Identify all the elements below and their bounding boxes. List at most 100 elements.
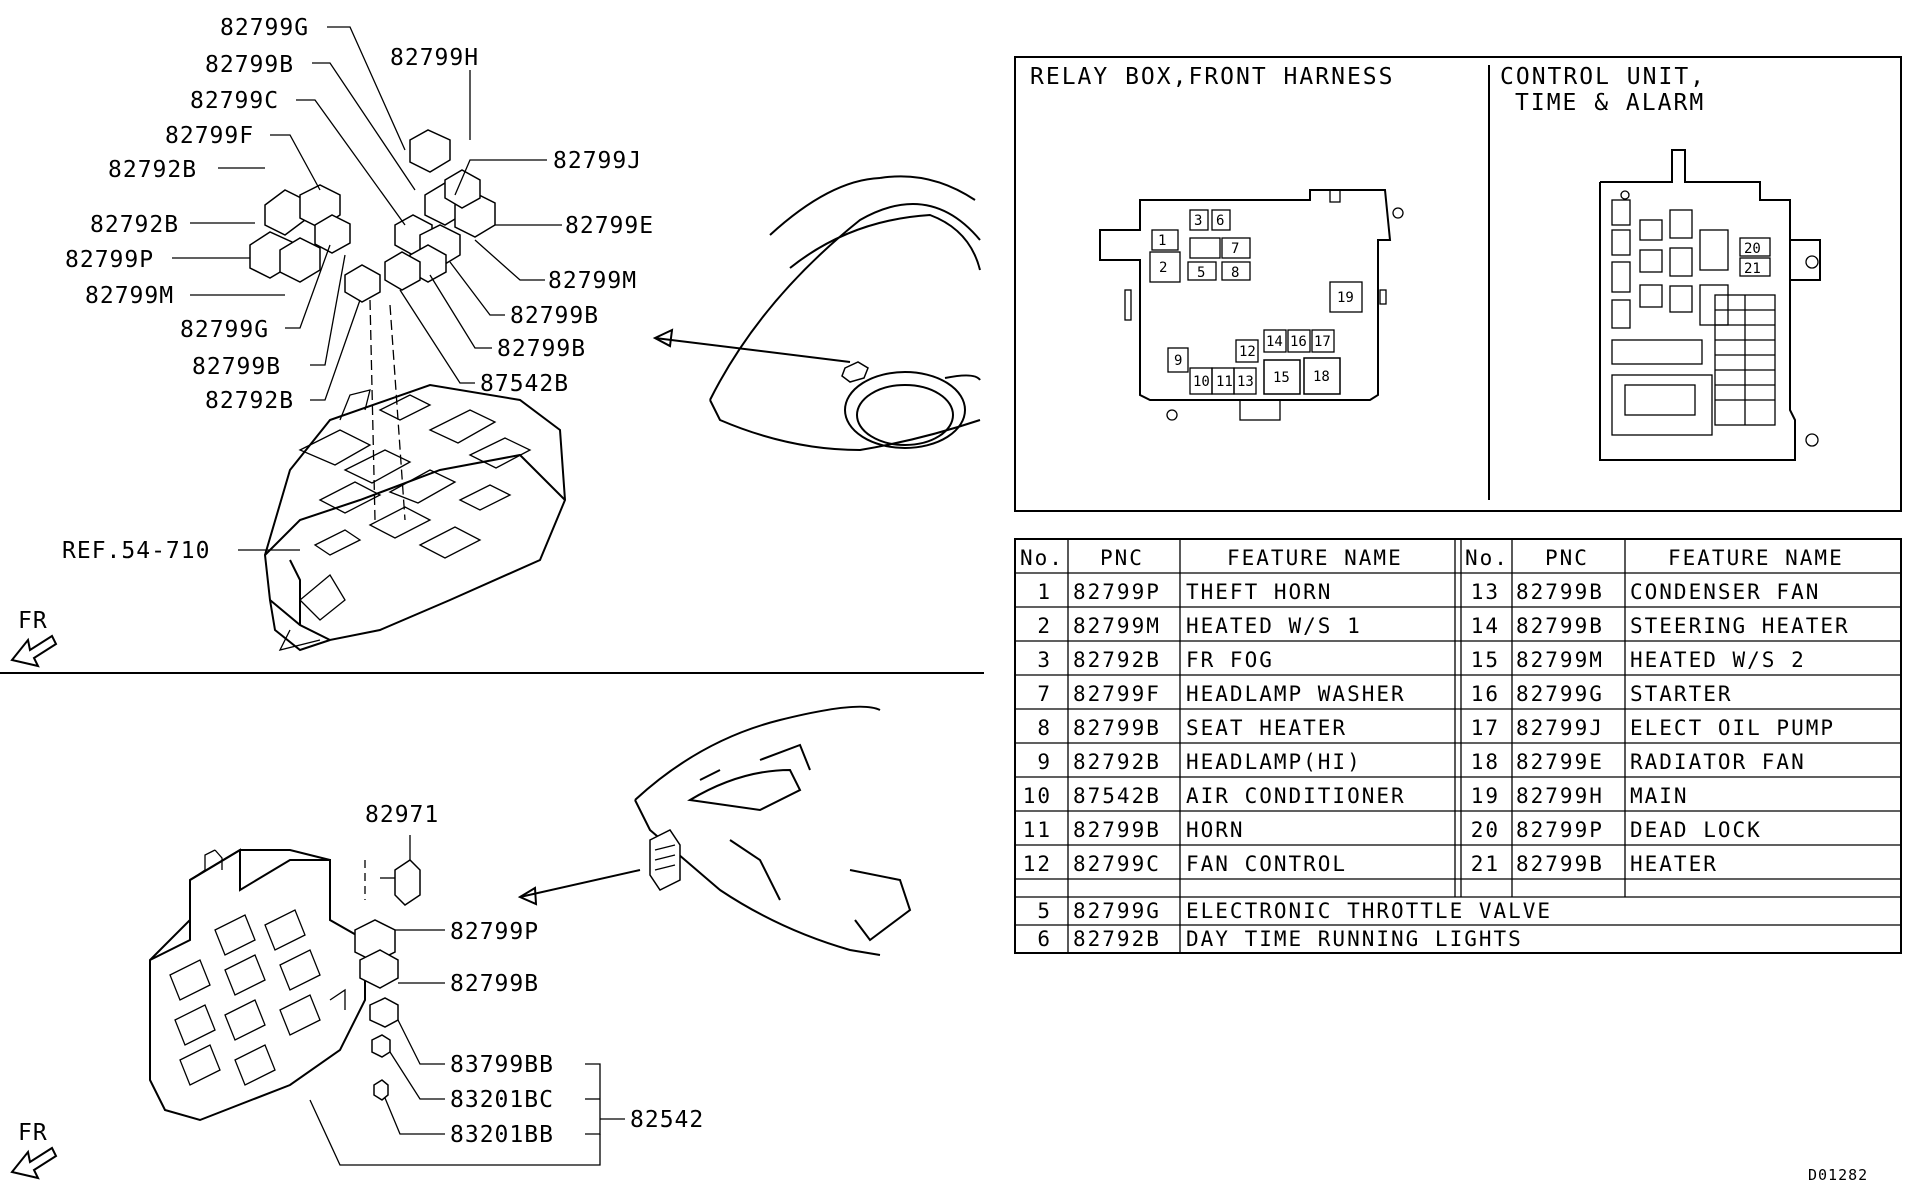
svg-text:82792B: 82792B [1073,750,1161,774]
svg-text:14: 14 [1266,334,1283,350]
callout-82799G-2: 82799G [180,317,269,343]
callout-87542B: 87542B [480,371,569,397]
svg-text:13: 13 [1471,580,1500,604]
svg-text:HEADLAMP(HI): HEADLAMP(HI) [1186,750,1362,774]
svg-text:82799B: 82799B [1073,716,1161,740]
left-leaders [172,26,416,551]
callout-82799M-2: 82799M [548,268,637,294]
table-row: 9 82792B HEADLAMP(HI) 18 82799E RADIATOR… [1037,750,1806,774]
svg-text:2: 2 [1037,614,1052,638]
svg-text:8: 8 [1231,265,1239,281]
callout-82799B-3: 82799B [510,303,599,329]
header-feature-1: FEATURE NAME [1227,546,1403,570]
svg-text:HEATED W/S 2: HEATED W/S 2 [1630,648,1806,672]
svg-text:6: 6 [1216,213,1224,229]
callout-82799B-1: 82799B [205,52,294,78]
callout-83201BB: 83201BB [450,1122,554,1148]
svg-text:ELECT OIL PUMP: ELECT OIL PUMP [1630,716,1835,740]
car-front-illustration [652,175,981,452]
callout-82792B-1: 82792B [108,157,197,183]
fr-arrow-bottom: FR [10,1120,58,1180]
svg-text:18: 18 [1313,369,1330,385]
header-feature-2: FEATURE NAME [1668,546,1844,570]
callout-82971: 82971 [365,802,439,828]
svg-text:9: 9 [1174,353,1182,369]
svg-text:10: 10 [1193,374,1210,390]
table-row: 2 82799M HEATED W/S 1 14 82799B STEERING… [1037,614,1850,638]
control-unit-fuse-grid [1714,294,1776,426]
svg-text:82799B: 82799B [1516,614,1604,638]
bottom-leaders [309,835,625,1166]
svg-text:14: 14 [1471,614,1500,638]
header-pnc-2: PNC [1545,546,1589,570]
table-row: 10 87542B AIR CONDITIONER 19 82799H MAIN [1023,784,1687,808]
svg-text:HEADLAMP WASHER: HEADLAMP WASHER [1186,682,1406,706]
svg-text:19: 19 [1471,784,1500,808]
ref-label: REF.54-710 [62,538,210,564]
table-row: 1 82799P THEFT HORN 13 82799B CONDENSER … [1037,580,1818,604]
svg-text:17: 17 [1314,334,1331,350]
svg-text:THEFT HORN: THEFT HORN [1186,580,1332,604]
svg-text:9: 9 [1037,750,1052,774]
svg-text:10: 10 [1023,784,1052,808]
relay-box-assembly: 82799G 82799B 82799C 82799F 82792B 82792… [62,15,653,652]
callout-82799P-bottom: 82799P [450,919,539,945]
fr-label-top: FR [18,608,48,634]
control-unit-assembly: 82971 82799P 82799B 83799BB 83201BC 8320… [149,802,703,1166]
svg-text:17: 17 [1471,716,1500,740]
svg-text:82799H: 82799H [1516,784,1604,808]
control-unit-layout: 20 21 [1599,149,1821,461]
svg-text:87542B: 87542B [1073,784,1161,808]
svg-text:HEATED W/S 1: HEATED W/S 1 [1186,614,1362,638]
svg-text:STARTER: STARTER [1630,682,1733,706]
callout-82799B-2: 82799B [192,354,281,380]
callout-83799BB: 83799BB [450,1052,554,1078]
svg-text:RADIATOR FAN: RADIATOR FAN [1630,750,1806,774]
svg-text:20: 20 [1744,241,1761,257]
control-unit-title-1: CONTROL UNIT, [1500,64,1706,90]
svg-text:AIR CONDITIONER: AIR CONDITIONER [1186,784,1406,808]
svg-text:FAN CONTROL: FAN CONTROL [1186,852,1347,876]
svg-text:82799F: 82799F [1073,682,1161,706]
svg-text:1: 1 [1037,580,1052,604]
callout-82792B-3: 82792B [205,388,294,414]
svg-text:82792B: 82792B [1073,927,1161,951]
svg-text:82799M: 82799M [1516,648,1604,672]
callout-82799J: 82799J [553,148,642,174]
right-leaders [399,70,562,384]
svg-text:7: 7 [1037,682,1052,706]
svg-text:8: 8 [1037,716,1052,740]
svg-text:HORN: HORN [1186,818,1245,842]
svg-text:82799P: 82799P [1073,580,1161,604]
svg-text:12: 12 [1023,852,1052,876]
svg-text:FR FOG: FR FOG [1186,648,1274,672]
fr-arrow-top: FR [10,608,58,668]
header-pnc-1: PNC [1100,546,1144,570]
table-row-wide: 5 82799G ELECTRONIC THROTTLE VALVE [1037,899,1552,923]
callout-83201BC: 83201BC [450,1087,554,1113]
svg-text:21: 21 [1471,852,1500,876]
svg-text:82799B: 82799B [1516,580,1604,604]
svg-text:STEERING HEATER: STEERING HEATER [1630,614,1850,638]
table-row: 7 82799F HEADLAMP WASHER 16 82799G START… [1037,682,1733,706]
control-unit-title-2: TIME & ALARM [1515,90,1705,116]
table-row: 12 82799C FAN CONTROL 21 82799B HEATER [1023,852,1716,876]
svg-text:82799B: 82799B [1073,818,1161,842]
svg-text:5: 5 [1037,899,1052,923]
svg-text:3: 3 [1037,648,1052,672]
svg-text:ELECTRONIC THROTTLE VALVE: ELECTRONIC THROTTLE VALVE [1186,899,1552,923]
callout-82799B-4: 82799B [497,336,586,362]
svg-text:82799C: 82799C [1073,852,1161,876]
svg-text:82799J: 82799J [1516,716,1604,740]
svg-text:1: 1 [1158,233,1166,249]
svg-text:11: 11 [1023,818,1052,842]
callout-82799C: 82799C [190,88,279,114]
svg-text:19: 19 [1337,290,1354,306]
table-row: 3 82792B FR FOG 15 82799M HEATED W/S 2 [1037,648,1806,672]
svg-text:SEAT HEATER: SEAT HEATER [1186,716,1347,740]
svg-text:21: 21 [1744,261,1761,277]
svg-text:DAY TIME RUNNING LIGHTS: DAY TIME RUNNING LIGHTS [1186,927,1523,951]
relay-box-title: RELAY BOX,FRONT HARNESS [1030,64,1395,90]
small-parts [354,859,421,1101]
